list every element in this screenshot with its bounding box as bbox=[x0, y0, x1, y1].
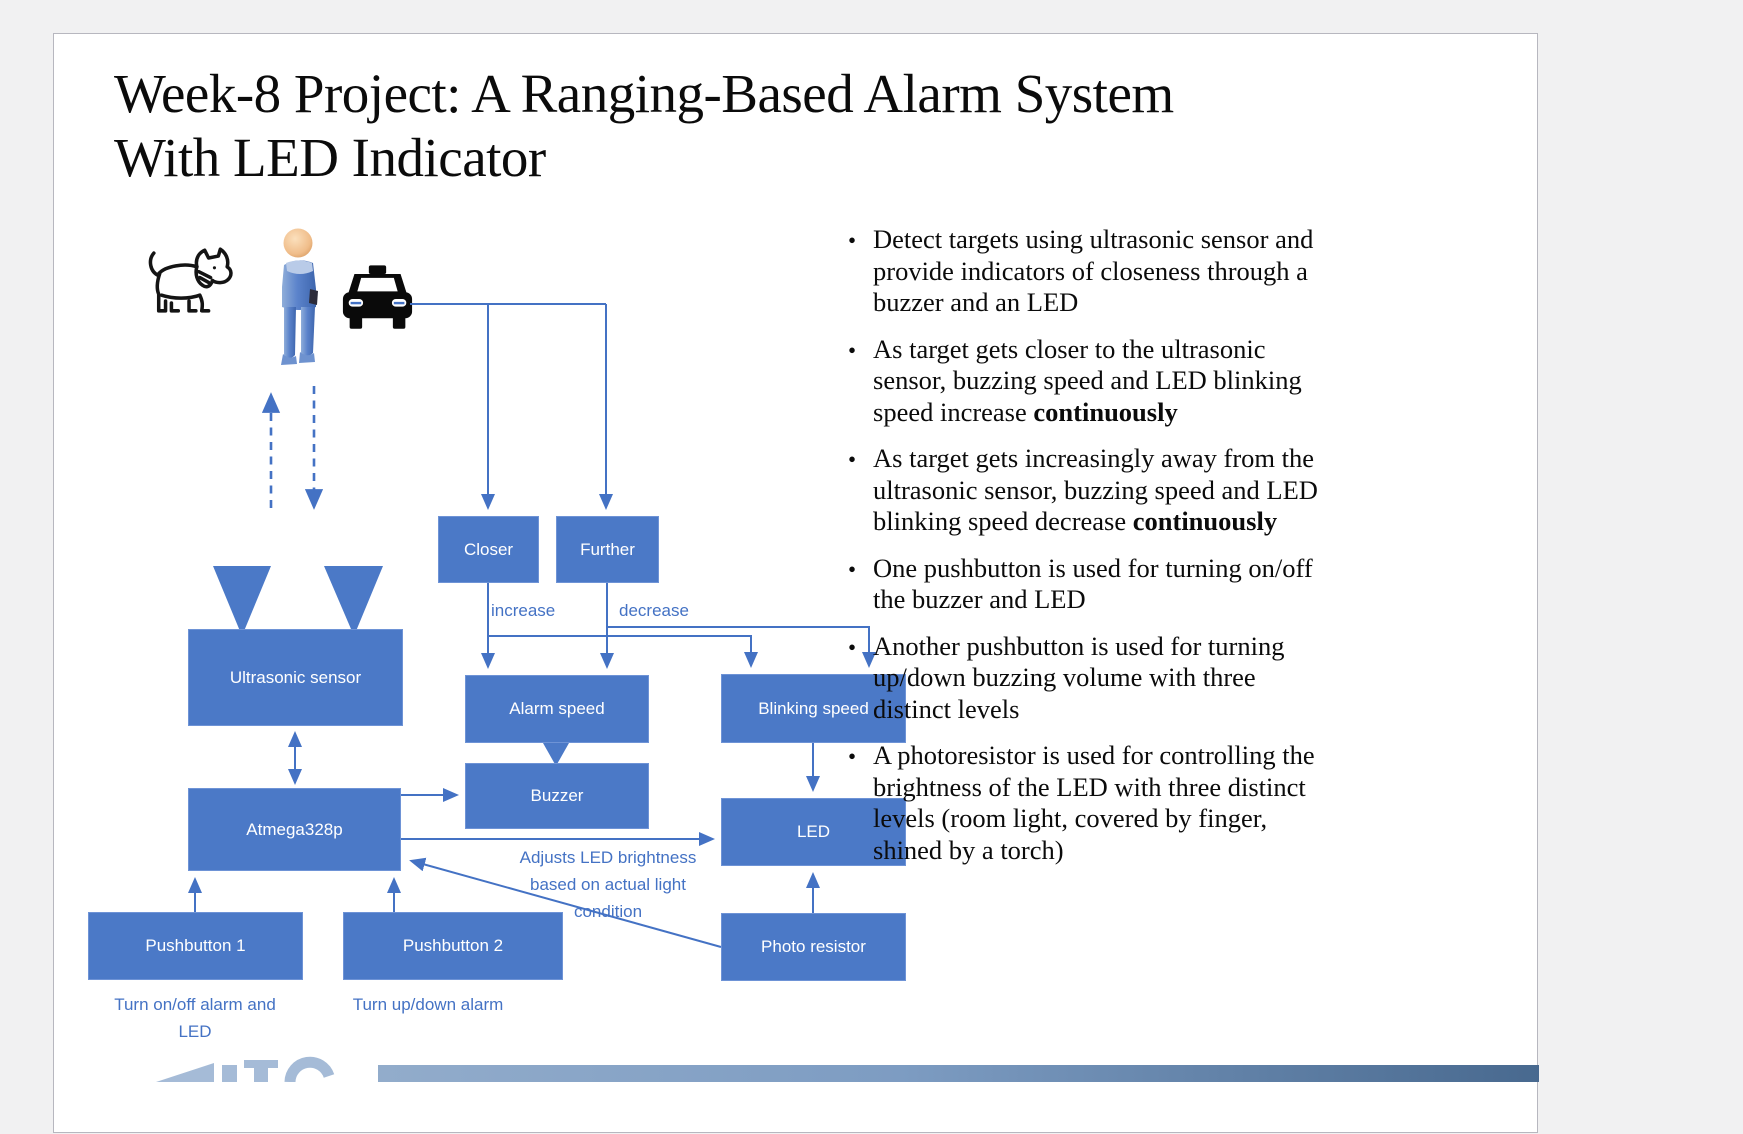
label-pushbutton1-caption: Turn on/off alarm and LED bbox=[114, 995, 276, 1041]
bullet-item: As target gets closer to the ultrasonic … bbox=[846, 334, 1338, 429]
sensor-cone-left bbox=[213, 566, 271, 636]
bullet-item: A photoresistor is used for controlling … bbox=[846, 740, 1338, 866]
box-pushbutton-2: Pushbutton 2 bbox=[343, 912, 563, 980]
bullet-item: Detect targets using ultrasonic sensor a… bbox=[846, 224, 1338, 319]
box-alarm-speed: Alarm speed bbox=[465, 675, 649, 743]
arrow-increase-to-blinking bbox=[488, 635, 758, 668]
bottom-accent-bar bbox=[378, 1065, 1539, 1082]
label-adjusts-led-brightness: Adjusts LED brightness based on actual l… bbox=[519, 848, 697, 921]
taxi-icon bbox=[342, 265, 413, 329]
arrow-decrease-to-blinking bbox=[607, 626, 876, 668]
bullet-item: One pushbutton is used for turning on/of… bbox=[846, 553, 1338, 616]
slide-title: Week-8 Project: A Ranging-Based Alarm Sy… bbox=[114, 62, 1404, 190]
sensor-cone-right bbox=[324, 566, 383, 636]
dog-icon bbox=[148, 247, 233, 313]
university-logo bbox=[156, 1056, 335, 1082]
box-closer: Closer bbox=[438, 516, 539, 583]
bullet-item: Another pushbutton is used for turning u… bbox=[846, 631, 1338, 726]
bullet-list: Detect targets using ultrasonic sensor a… bbox=[846, 224, 1338, 881]
presentation-slide: Week-8 Project: A Ranging-Based Alarm Sy… bbox=[53, 33, 1539, 1133]
person-icon bbox=[281, 228, 318, 365]
slide-title-line2: With LED Indicator bbox=[114, 127, 546, 188]
label-decrease: decrease bbox=[619, 601, 689, 620]
box-photo-resistor: Photo resistor bbox=[721, 913, 906, 981]
box-pushbutton-1: Pushbutton 1 bbox=[88, 912, 303, 980]
box-ultrasonic-sensor: Ultrasonic sensor bbox=[188, 629, 403, 726]
slide-title-line1: Week-8 Project: A Ranging-Based Alarm Sy… bbox=[114, 63, 1174, 124]
label-pushbutton2-caption: Turn up/down alarm bbox=[352, 995, 504, 1014]
box-atmega328p: Atmega328p bbox=[188, 788, 401, 871]
label-increase: increase bbox=[491, 601, 556, 620]
box-buzzer: Buzzer bbox=[465, 763, 649, 829]
box-further: Further bbox=[556, 516, 659, 583]
bullet-item: As target gets increasingly away from th… bbox=[846, 443, 1338, 538]
